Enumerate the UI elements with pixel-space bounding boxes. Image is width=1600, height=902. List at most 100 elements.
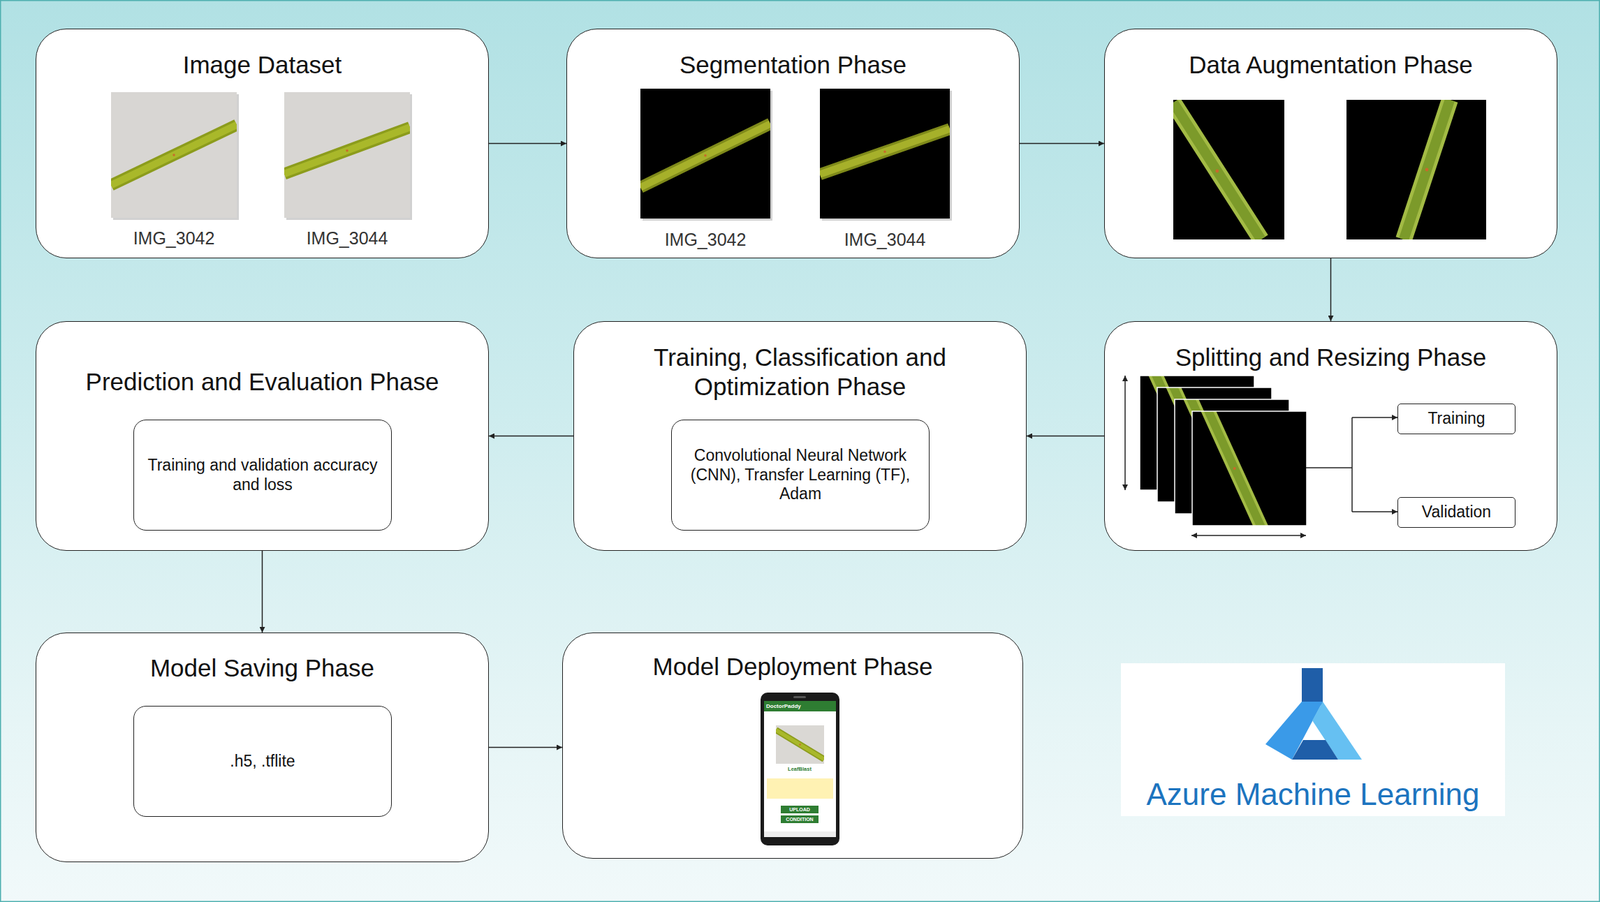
leaf-photo [640, 88, 771, 219]
lesion-spot [345, 149, 348, 152]
photo-ground [111, 92, 237, 218]
image-caption: IMG_3044 [306, 227, 389, 249]
phase-box: Segmentation PhaseIMG_3042 IMG_3044 [566, 28, 1020, 259]
phase-title: Prediction and Evaluation Phase [36, 368, 489, 396]
detail-box: .h5, .tflite [133, 706, 392, 818]
leaf-blade [1403, 99, 1450, 240]
split-line [1352, 511, 1398, 513]
logo-panel [1120, 663, 1506, 817]
detail-box: Convolutional Neural Network (CNN), Tran… [671, 419, 930, 531]
leaf-blade [284, 127, 410, 174]
phase-box: Model Saving Phase .h5, .tflite [35, 632, 489, 863]
photo-ground [1346, 99, 1487, 240]
split-box: Training [1397, 403, 1516, 435]
phase-box: Model Deployment PhaseDoctorPaddyLeafBla… [562, 632, 1024, 860]
flow-arrow [1019, 143, 1105, 145]
photo-ground [819, 88, 950, 219]
photo-ground [640, 88, 771, 219]
app-title: DoctorPaddy [766, 701, 802, 711]
dimension-arrow [1124, 375, 1126, 491]
image-caption: IMG_3042 [133, 227, 216, 249]
image-caption: IMG_3044 [844, 229, 927, 251]
box-text: Training [1427, 409, 1485, 429]
leaf-photo [1173, 99, 1285, 240]
flow-arrow [488, 143, 567, 145]
photo-ground [1173, 99, 1285, 240]
app-button: CONDITION [785, 815, 813, 824]
leaf-blade [1403, 99, 1450, 240]
leaf-photo [111, 92, 237, 218]
leaf-photo [1346, 99, 1487, 240]
lesion-spot [703, 154, 707, 157]
lesion-spot [1215, 169, 1219, 174]
flow-arrow [1330, 258, 1332, 322]
detail-box: Training and validation accuracy and los… [133, 419, 392, 531]
phase-box: Splitting and Resizing PhaseTrainingVali… [1104, 321, 1558, 552]
app-result: LeafBlast [787, 766, 812, 774]
split-line [1351, 417, 1353, 512]
leaf-blade [819, 129, 950, 175]
phone-navbar [764, 831, 836, 838]
dimension-arrow [1191, 534, 1306, 537]
lesion-spot [798, 743, 801, 746]
flow-arrow [261, 551, 264, 633]
phase-title: Data Augmentation Phase [1104, 50, 1557, 79]
leaf-blade [775, 730, 825, 760]
lesion-spot [1425, 168, 1429, 172]
phase-title: Segmentation Phase [567, 50, 1019, 79]
azure-ml-icon [1265, 668, 1362, 760]
app-note [766, 778, 834, 799]
photo-ground [775, 725, 825, 765]
leaf-blade [640, 123, 771, 188]
flow-arrow [1026, 435, 1105, 438]
leaf-blade [111, 125, 237, 186]
phase-title: Image Dataset [36, 50, 489, 79]
lesion-spot [883, 150, 886, 153]
split-box: Validation [1397, 497, 1516, 528]
phase-title: Training, Classification and Optimizatio… [574, 342, 1026, 402]
app-button-shape [780, 815, 819, 824]
image-caption: IMG_3042 [664, 229, 747, 251]
leaf-blade [775, 730, 825, 760]
phase-title: Splitting and Resizing Phase [1104, 343, 1557, 372]
flow-arrow [488, 435, 574, 438]
phone-screen [764, 701, 836, 838]
leaf-blade [111, 125, 237, 186]
photo-ground [284, 92, 410, 218]
phase-title: Model Saving Phase [36, 654, 489, 683]
phase-box: Data Augmentation Phase [1104, 28, 1558, 259]
leaf-blade [819, 129, 950, 175]
flow-arrow [488, 747, 563, 749]
leaf-blade [1173, 102, 1262, 240]
box-text: .h5, .tflite [229, 752, 295, 772]
phase-box: Image DatasetIMG_3042 IMG_3044 [35, 28, 489, 259]
leaf-photo [819, 88, 950, 219]
box-text: Validation [1421, 502, 1492, 523]
lesion-spot [1233, 467, 1237, 471]
phone-frame [760, 692, 840, 846]
box-text: Convolutional Neural Network (CNN), Tran… [680, 446, 921, 505]
leaf-photo [775, 725, 825, 765]
logo-text: Azure Machine Learning [1146, 776, 1480, 813]
leaf-blade [1173, 102, 1262, 240]
leaf-blade [640, 123, 771, 188]
split-line [1305, 467, 1353, 469]
leaf-blade [284, 127, 410, 174]
phase-box: Training, Classification and Optimizatio… [573, 321, 1027, 552]
split-line [1352, 416, 1398, 419]
leaf-blade [1206, 411, 1264, 526]
phase-title: Model Deployment Phase [562, 652, 1023, 681]
app-button: UPLOAD [789, 805, 811, 814]
icon-part [1292, 740, 1339, 760]
lesion-spot [172, 153, 175, 156]
leaf-photo [1192, 411, 1307, 526]
leaf-photo [284, 92, 410, 218]
photo-frame [1192, 411, 1307, 526]
leaf-blade [1206, 411, 1264, 526]
phone-speaker [793, 696, 806, 699]
app-header [764, 701, 836, 712]
phase-box: Prediction and Evaluation PhaseTraining … [35, 321, 489, 552]
app-button-shape [780, 805, 819, 814]
icon-part [1301, 668, 1323, 706]
